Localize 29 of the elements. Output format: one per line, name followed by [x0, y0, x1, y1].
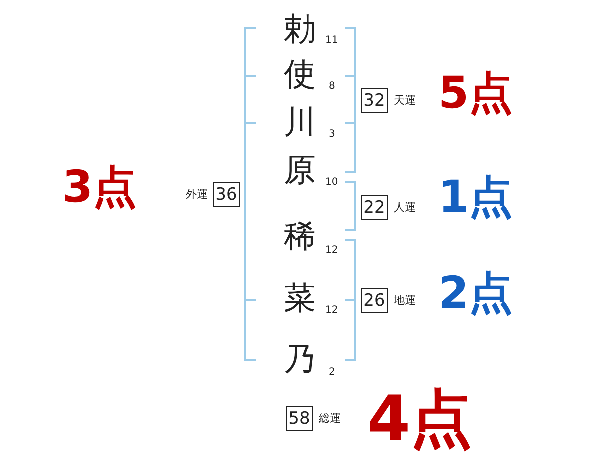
stroke-count: 12	[326, 306, 338, 316]
number-box: 36	[213, 182, 240, 207]
name-character: 使	[284, 58, 316, 90]
name-character: 稀	[284, 220, 316, 252]
score-text: 3点	[62, 166, 138, 210]
fortune-label: 地運	[394, 295, 416, 306]
fortune-label: 人運	[394, 202, 416, 213]
number-box: 32	[361, 88, 388, 113]
fortune-label: 総運	[319, 413, 341, 424]
number-box: 58	[286, 406, 313, 431]
score-text: 5点	[438, 72, 514, 116]
stroke-count: 10	[326, 178, 338, 188]
score-text: 1点	[438, 176, 514, 220]
number-box: 22	[361, 195, 388, 220]
score-text: 4点	[368, 388, 473, 450]
name-character: 川	[284, 106, 316, 138]
name-character: 原	[284, 154, 316, 186]
fortune-label: 外運	[186, 189, 208, 200]
stroke-count: 3	[329, 130, 336, 140]
name-character: 勅	[284, 13, 316, 45]
stroke-count: 12	[326, 246, 338, 256]
name-character: 乃	[284, 343, 316, 375]
stroke-count: 8	[329, 82, 336, 92]
score-text: 2点	[438, 272, 514, 316]
name-character: 菜	[284, 282, 316, 314]
stroke-count: 2	[329, 368, 336, 378]
number-box: 26	[361, 288, 388, 313]
fortune-label: 天運	[394, 95, 416, 106]
stroke-count: 11	[326, 36, 338, 46]
